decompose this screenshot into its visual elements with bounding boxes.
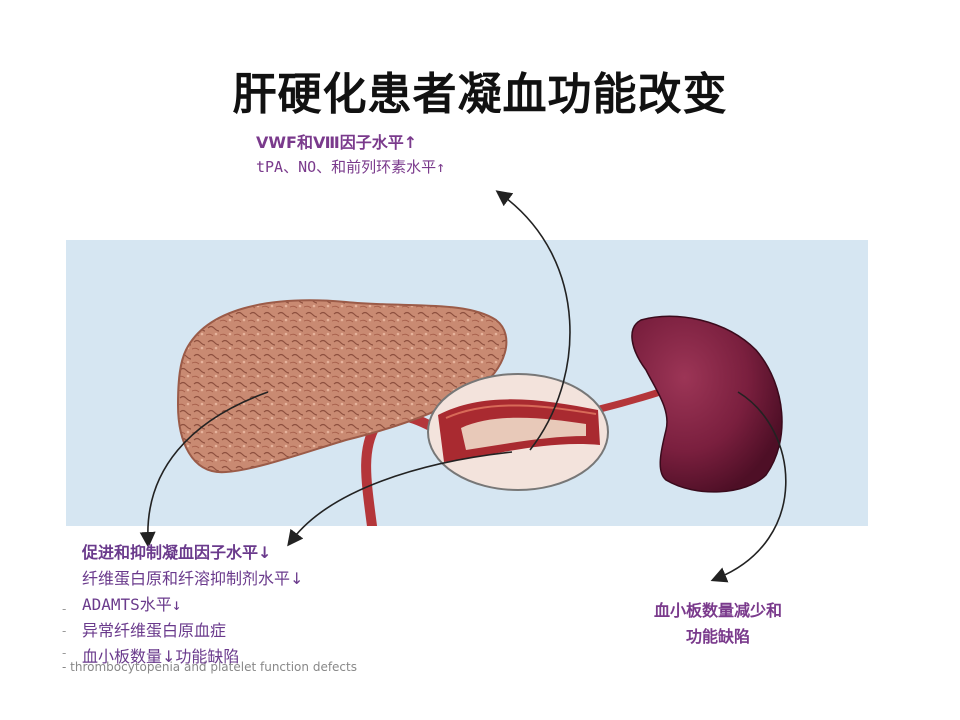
adamts-label: ADAMTS水平↓ bbox=[82, 595, 182, 614]
liver-spleen-illustration bbox=[66, 240, 868, 526]
spleen-label-line1: 血小板数量减少和 bbox=[653, 601, 782, 620]
vessel-wall-highlight bbox=[445, 404, 597, 419]
spleen bbox=[631, 315, 783, 493]
arrow-spleen-to-bottom-right bbox=[710, 391, 787, 583]
faded-underlying-text: - thrombocytopenia and platelet function… bbox=[62, 660, 357, 674]
spleen-label-line2: 功能缺陷 bbox=[685, 627, 750, 646]
decreased-factors-labels: 促进和抑制凝血因子水平↓ 纤维蛋白原和纤溶抑制剂水平↓ ADAMTS水平↓ 异常… bbox=[82, 540, 303, 670]
fibrinogen-label: 纤维蛋白原和纤溶抑制剂水平↓ bbox=[82, 569, 304, 588]
vessel-lumen bbox=[461, 417, 586, 450]
spleen-platelet-label: 血小板数量减少和 功能缺陷 bbox=[628, 598, 808, 650]
increased-factors-labels: VWF和Ⅷ因子水平↑ tPA、NO、和前列环素水平↑ bbox=[256, 130, 445, 180]
dysfibrinogenemia-label: 异常纤维蛋白原血症 bbox=[82, 621, 227, 640]
arrow-vessel-to-bottom bbox=[287, 451, 513, 547]
arrow-vessel-to-top bbox=[495, 190, 571, 451]
platelet-defect-label: 血小板数量↓功能缺陷 bbox=[82, 647, 240, 666]
faded-dash-markers: --- bbox=[62, 602, 67, 660]
tpa-no-label: tPA、NO、和前列环素水平↑ bbox=[256, 158, 446, 176]
coag-factors-label: 促进和抑制凝血因子水平↓ bbox=[82, 543, 272, 562]
vwf-viii-label: VWF和Ⅷ因子水平↑ bbox=[256, 133, 418, 152]
page-title: 肝硬化患者凝血功能改变 bbox=[232, 69, 728, 120]
arrow-liver-to-bottom bbox=[139, 391, 269, 548]
